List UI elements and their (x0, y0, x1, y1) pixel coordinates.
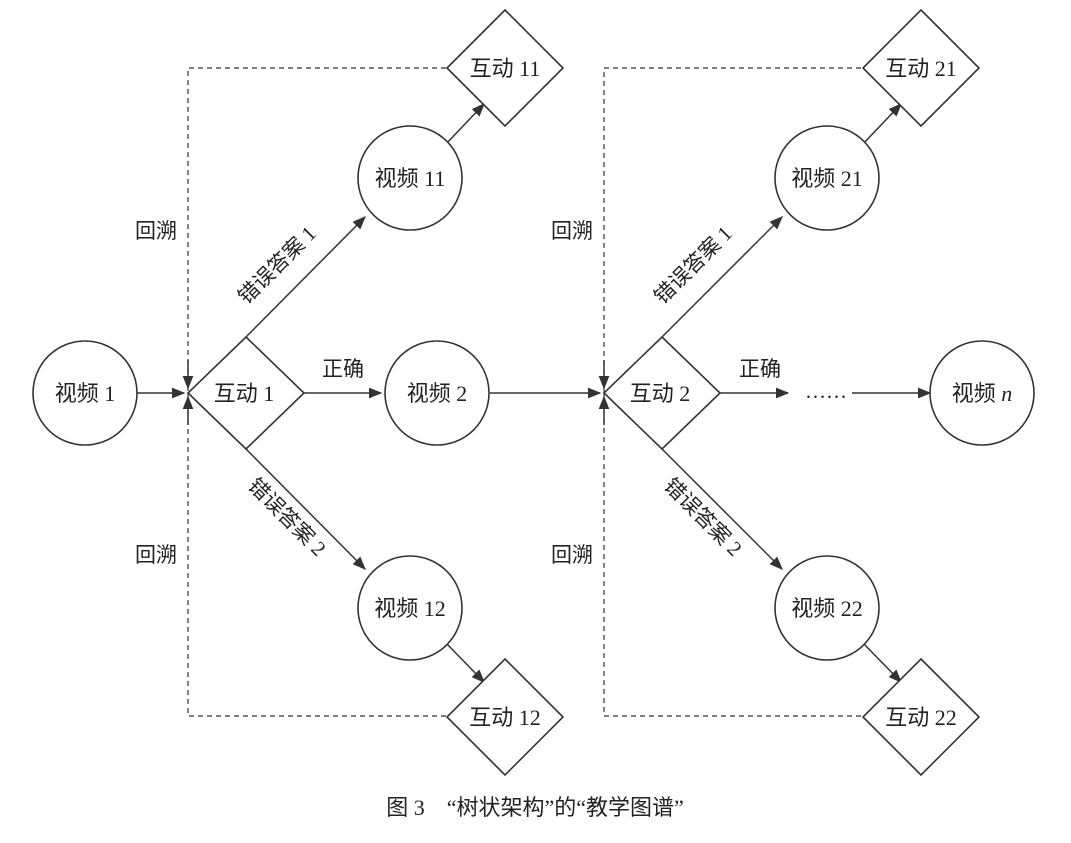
node-video-22-label: 视频 22 (791, 596, 863, 621)
node-video-12: 视频 12 (357, 555, 463, 661)
node-video-2: 视频 2 (384, 340, 490, 446)
node-interaction-1: 互动 1 (186, 335, 306, 451)
edge-inter2-video22 (661, 448, 783, 570)
node-interaction-11: 互动 11 (445, 8, 565, 128)
node-video-n: 视频 n (929, 340, 1035, 446)
edge-inter2-video21 (661, 216, 783, 338)
node-interaction-12: 互动 12 (445, 657, 565, 777)
edge-label-backtrack-bottom-2: 回溯 (551, 543, 593, 567)
edge-label-backtrack-top-1: 回溯 (135, 219, 177, 243)
node-video-22: 视频 22 (774, 555, 880, 661)
node-video-11: 视频 11 (357, 125, 463, 231)
node-video-21: 视频 21 (774, 125, 880, 231)
edge-label-correct-group1: 正确 (322, 357, 364, 381)
edge-inter1-video11 (245, 216, 366, 338)
node-video-n-label: 视频 n (952, 381, 1013, 406)
edge-label-wrong-answer-2-group1: 错误答案 2 (243, 473, 331, 561)
node-interaction-1-label: 互动 1 (214, 381, 275, 406)
edge-inter1-video12 (245, 448, 366, 570)
node-interaction-21: 互动 21 (861, 8, 981, 128)
node-video-12-label: 视频 12 (374, 596, 446, 621)
edge-video11-inter11 (444, 103, 485, 146)
edge-label-correct-group2: 正确 (739, 357, 781, 381)
edge-label-wrong-answer-2-group2: 错误答案 2 (659, 473, 747, 561)
edge-label-backtrack-bottom-1: 回溯 (135, 543, 177, 567)
node-video-1-label: 视频 1 (55, 381, 116, 406)
node-interaction-2: 互动 2 (602, 335, 722, 451)
node-interaction-12-label: 互动 12 (469, 705, 541, 730)
node-interaction-22-label: 互动 22 (885, 705, 957, 730)
edge-label-wrong-answer-1-group2: 错误答案 1 (649, 221, 737, 309)
node-interaction-2-label: 互动 2 (630, 381, 691, 406)
node-interaction-22: 互动 22 (861, 657, 981, 777)
node-video-11-label: 视频 11 (375, 166, 446, 191)
node-interaction-21-label: 互动 21 (885, 56, 957, 81)
figure-caption: 图 3 “树状架构”的“教学图谱” (386, 795, 684, 820)
node-interaction-11-label: 互动 11 (470, 56, 541, 81)
edge-label-backtrack-top-2: 回溯 (551, 219, 593, 243)
edge-video21-inter21 (861, 103, 902, 146)
edge-ellipsis: …… (805, 379, 847, 403)
node-video-21-label: 视频 21 (791, 166, 863, 191)
node-video-2-label: 视频 2 (407, 381, 468, 406)
node-video-1: 视频 1 (32, 340, 138, 446)
edge-label-wrong-answer-1-group1: 错误答案 1 (233, 221, 321, 309)
edge-video22-inter22 (861, 641, 902, 683)
backtrack-line-bottom-2 (603, 392, 870, 717)
edge-video12-inter12 (444, 641, 485, 683)
backtrack-line-top-2 (603, 67, 870, 392)
